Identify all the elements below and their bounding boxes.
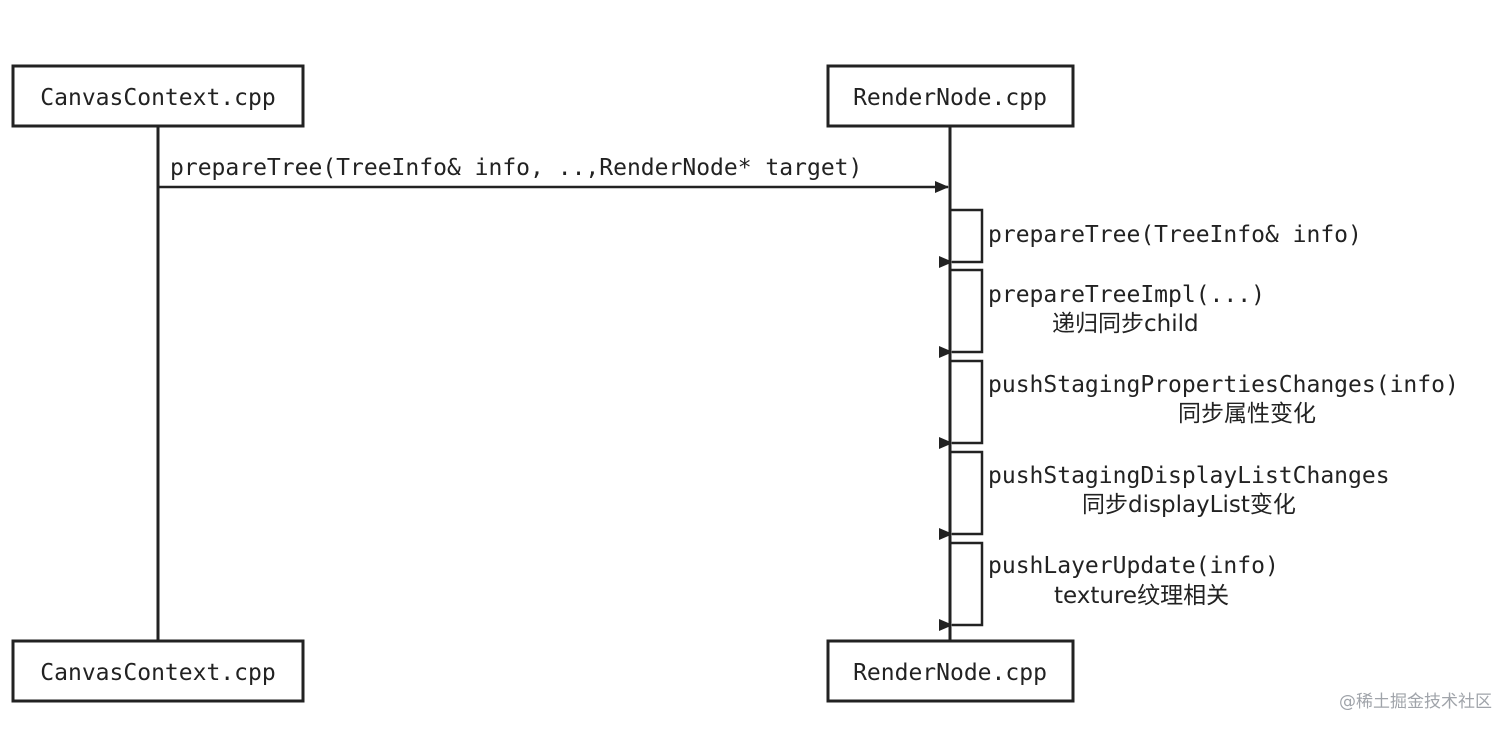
message-label: prepareTree(TreeInfo& info, ..,RenderNod… (170, 155, 862, 181)
self-call-note: 同步displayList变化 (1082, 492, 1296, 518)
self-call-arrow (939, 359, 984, 449)
participant-bottom-canvas: CanvasContext.cpp (11, 639, 305, 703)
self-call-label: pushLayerUpdate(info) (988, 553, 1279, 579)
participant-label: RenderNode.cpp (853, 85, 1047, 111)
self-call-3: pushStagingPropertiesChanges(info) 同步属性变… (939, 359, 1459, 449)
self-call-label: prepareTree(TreeInfo& info) (988, 222, 1362, 248)
self-call-5: pushLayerUpdate(info) texture纹理相关 (939, 541, 1279, 631)
self-call-arrow (939, 541, 984, 631)
self-call-note: 同步属性变化 (1178, 401, 1316, 427)
participant-label: CanvasContext.cpp (40, 85, 275, 111)
self-call-1: prepareTree(TreeInfo& info) (939, 208, 1362, 268)
participant-top-canvas: CanvasContext.cpp (11, 64, 305, 128)
self-call-arrow (939, 208, 984, 268)
self-call-arrow (939, 268, 984, 358)
self-call-arrow (939, 450, 984, 540)
participant-bottom-render: RenderNode.cpp (826, 639, 1075, 703)
self-call-note: texture纹理相关 (1054, 583, 1229, 609)
self-call-label: pushStagingPropertiesChanges(info) (988, 372, 1459, 398)
participant-top-render: RenderNode.cpp (826, 64, 1075, 128)
self-call-note: 递归同步child (1052, 311, 1199, 337)
participant-label: CanvasContext.cpp (40, 660, 275, 686)
watermark: @稀土掘金技术社区 (1339, 692, 1492, 712)
self-call-2: prepareTreeImpl(...) 递归同步child (939, 268, 1265, 358)
self-call-label: prepareTreeImpl(...) (988, 282, 1265, 308)
participant-label: RenderNode.cpp (853, 660, 1047, 686)
message-prepare-tree: prepareTree(TreeInfo& info, ..,RenderNod… (158, 155, 949, 193)
self-call-4: pushStagingDisplayListChanges 同步displayL… (939, 450, 1390, 540)
self-call-label: pushStagingDisplayListChanges (988, 463, 1390, 489)
